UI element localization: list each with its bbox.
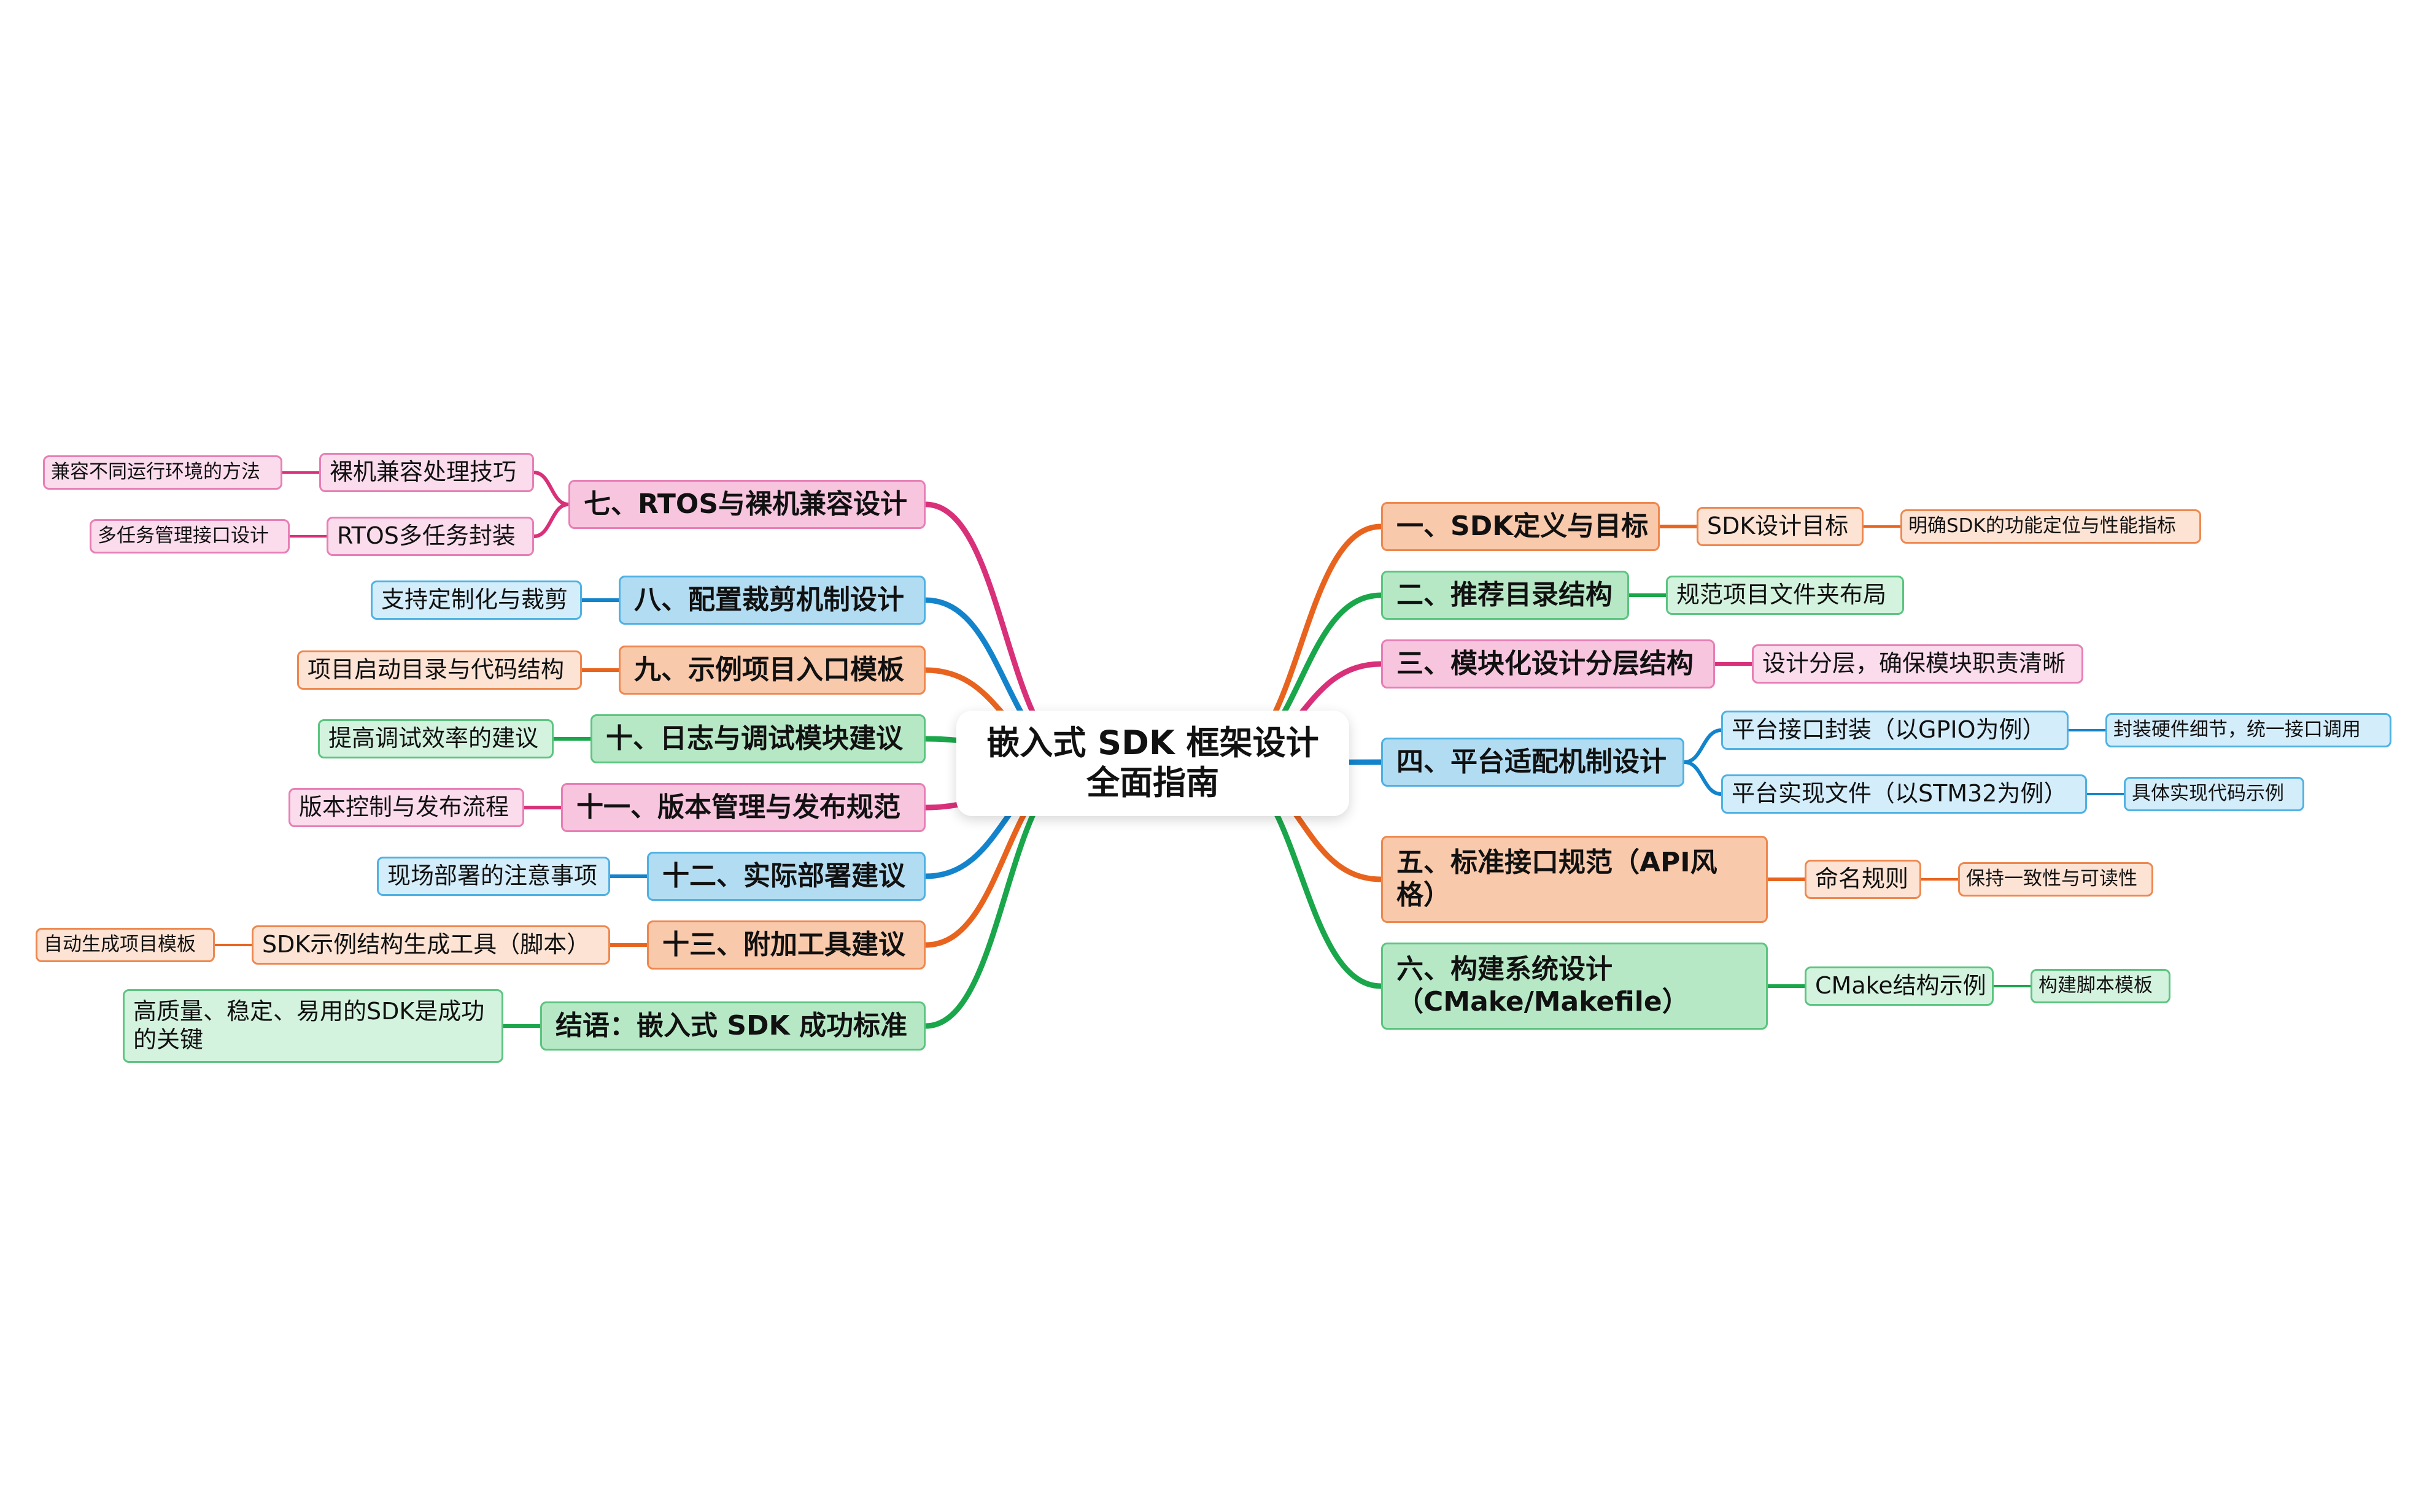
branch-14-sub-1[interactable]: 高质量、稳定、易用的SDK是成功的关键	[123, 989, 503, 1063]
branch-13-sub-1[interactable]: SDK示例结构生成工具（脚本）	[252, 925, 610, 965]
branch-6-sub-1-leaf-1[interactable]: 构建脚本模板	[2031, 969, 2170, 1003]
branch-13-sub-1-leaf-1[interactable]: 自动生成项目模板	[36, 928, 215, 962]
branch-6-build-system[interactable]: 六、构建系统设计（CMake/Makefile）	[1381, 943, 1768, 1030]
branch-14-conclusion[interactable]: 结语：嵌入式 SDK 成功标准	[540, 1001, 926, 1051]
branch-13-label: 十三、附加工具建议	[662, 928, 905, 960]
branch-11-label: 十一、版本管理与发布规范	[576, 791, 900, 823]
branch-11-sub-1-label: 版本控制与发布流程	[299, 793, 509, 821]
branch-11-versioning-release[interactable]: 十一、版本管理与发布规范	[561, 783, 926, 832]
branch-2-sub-1-label: 规范项目文件夹布局	[1676, 581, 1887, 609]
branch-4-platform-adaptation[interactable]: 四、平台适配机制设计	[1381, 738, 1684, 787]
branch-9-label: 九、示例项目入口模板	[634, 654, 904, 685]
branch-12-sub-1-label: 现场部署的注意事项	[387, 862, 598, 890]
branch-8-sub-1-label: 支持定制化与裁剪	[381, 586, 568, 614]
branch-7-rtos-baremetal[interactable]: 七、RTOS与裸机兼容设计	[568, 480, 926, 529]
edge-branch-7-sub-1	[532, 471, 570, 506]
branch-2-directory-structure[interactable]: 二、推荐目录结构	[1381, 571, 1629, 620]
branch-6-sub-1-leaf-1-label: 构建脚本模板	[2038, 974, 2153, 997]
branch-13-extra-tools[interactable]: 十三、附加工具建议	[647, 920, 926, 970]
branch-10-logging-debug[interactable]: 十、日志与调试模块建议	[590, 714, 926, 763]
branch-7-sub-1-label: 裸机兼容处理技巧	[330, 458, 517, 486]
branch-7-sub-2-leaf-1-label: 多任务管理接口设计	[98, 525, 269, 547]
branch-2-sub-1[interactable]: 规范项目文件夹布局	[1666, 576, 1904, 615]
branch-12-deployment[interactable]: 十二、实际部署建议	[647, 852, 926, 901]
edge-branch-4-sub-1	[1682, 728, 1723, 764]
branch-11-sub-1[interactable]: 版本控制与发布流程	[288, 788, 524, 827]
branch-14-sub-1-label: 高质量、稳定、易用的SDK是成功的关键	[133, 998, 485, 1053]
branch-7-label: 七、RTOS与裸机兼容设计	[584, 488, 908, 520]
branch-6-sub-1-label: CMake结构示例	[1815, 972, 1986, 1000]
branch-5-label: 五、标准接口规范（API风格）	[1396, 847, 1717, 911]
branch-4-sub-2-leaf-1-label: 具体实现代码示例	[2132, 782, 2284, 805]
central-topic-line-2: 全面指南	[1086, 763, 1219, 802]
central-topic[interactable]: 嵌入式 SDK 框架设计 全面指南	[956, 711, 1349, 816]
branch-7-sub-1-leaf-1[interactable]: 兼容不同运行环境的方法	[43, 455, 282, 490]
branch-3-modular-layering[interactable]: 三、模块化设计分层结构	[1381, 639, 1715, 688]
branch-8-config-tailoring[interactable]: 八、配置裁剪机制设计	[619, 576, 926, 625]
edge-branch-4-sub-2	[1682, 760, 1723, 796]
branch-14-label: 结语：嵌入式 SDK 成功标准	[556, 1009, 907, 1041]
branch-1-sdk-definition[interactable]: 一、SDK定义与目标	[1381, 502, 1660, 551]
branch-4-sub-1[interactable]: 平台接口封装（以GPIO为例）	[1721, 711, 2069, 750]
branch-10-sub-1[interactable]: 提高调试效率的建议	[318, 719, 554, 758]
branch-9-example-entry[interactable]: 九、示例项目入口模板	[619, 646, 926, 695]
branch-7-sub-2[interactable]: RTOS多任务封装	[327, 517, 534, 556]
branch-8-label: 八、配置裁剪机制设计	[634, 584, 904, 615]
branch-6-sub-1[interactable]: CMake结构示例	[1805, 966, 1994, 1006]
branch-1-sub-1[interactable]: SDK设计目标	[1697, 507, 1864, 546]
branch-6-label: 六、构建系统设计（CMake/Makefile）	[1396, 954, 1689, 1017]
branch-5-sub-1-leaf-1-label: 保持一致性与可读性	[1966, 868, 2137, 890]
branch-10-label: 十、日志与调试模块建议	[606, 722, 903, 754]
branch-7-sub-2-leaf-1[interactable]: 多任务管理接口设计	[90, 519, 290, 554]
branch-4-sub-2-label: 平台实现文件（以STM32为例）	[1732, 780, 2067, 808]
branch-8-sub-1[interactable]: 支持定制化与裁剪	[371, 580, 582, 620]
branch-4-label: 四、平台适配机制设计	[1396, 746, 1667, 777]
branch-5-sub-1-label: 命名规则	[1815, 865, 1909, 893]
branch-7-sub-1-leaf-1-label: 兼容不同运行环境的方法	[51, 461, 260, 484]
edge-branch-7-sub-2	[532, 503, 570, 538]
branch-2-label: 二、推荐目录结构	[1396, 579, 1613, 611]
central-topic-text: 嵌入式 SDK 框架设计 全面指南	[986, 723, 1318, 803]
branch-12-label: 十二、实际部署建议	[662, 860, 905, 892]
branch-5-sub-1-leaf-1[interactable]: 保持一致性与可读性	[1958, 862, 2153, 897]
branch-7-sub-1[interactable]: 裸机兼容处理技巧	[319, 453, 534, 492]
branch-10-sub-1-label: 提高调试效率的建议	[328, 725, 539, 752]
branch-4-sub-1-label: 平台接口封装（以GPIO为例）	[1732, 716, 2046, 744]
branch-5-sub-1[interactable]: 命名规则	[1805, 860, 1921, 899]
branch-9-sub-1[interactable]: 项目启动目录与代码结构	[297, 650, 582, 690]
branch-1-sub-1-leaf-1-label: 明确SDK的功能定位与性能指标	[1908, 515, 2176, 538]
branch-4-sub-2-leaf-1[interactable]: 具体实现代码示例	[2124, 777, 2304, 811]
branch-12-sub-1[interactable]: 现场部署的注意事项	[377, 857, 610, 896]
branch-7-sub-2-label: RTOS多任务封装	[337, 522, 516, 550]
branch-1-label: 一、SDK定义与目标	[1396, 510, 1649, 542]
branch-1-sub-1-leaf-1[interactable]: 明确SDK的功能定位与性能指标	[1900, 509, 2201, 544]
branch-4-sub-2[interactable]: 平台实现文件（以STM32为例）	[1721, 774, 2087, 814]
central-topic-line-1: 嵌入式 SDK 框架设计	[986, 723, 1319, 763]
branch-13-sub-1-leaf-1-label: 自动生成项目模板	[44, 933, 196, 956]
branch-1-sub-1-label: SDK设计目标	[1707, 512, 1849, 540]
branch-4-sub-1-leaf-1-label: 封装硬件细节，统一接口调用	[2113, 719, 2361, 741]
branch-5-api-style[interactable]: 五、标准接口规范（API风格）	[1381, 836, 1768, 923]
branch-3-sub-1[interactable]: 设计分层，确保模块职责清晰	[1752, 644, 2083, 684]
branch-4-sub-1-leaf-1[interactable]: 封装硬件细节，统一接口调用	[2105, 713, 2391, 747]
branch-3-label: 三、模块化设计分层结构	[1396, 647, 1694, 679]
branch-3-sub-1-label: 设计分层，确保模块职责清晰	[1762, 650, 2066, 677]
branch-13-sub-1-label: SDK示例结构生成工具（脚本）	[262, 931, 590, 958]
branch-9-sub-1-label: 项目启动目录与代码结构	[308, 656, 565, 684]
